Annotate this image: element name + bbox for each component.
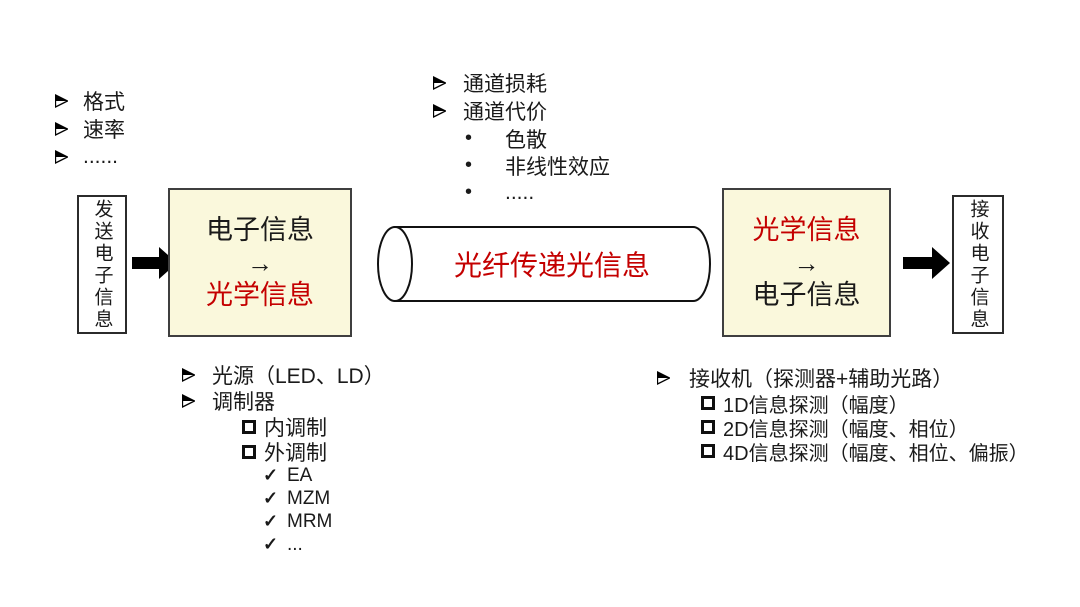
transmitter-detail-list: 光源（LED、LD） 调制器 内调制 外调制 ✓ EA ✓ MZM ✓ MRM …	[182, 362, 385, 556]
sender-box: 发送电子信息	[77, 195, 127, 334]
flow-arrow-left-icon	[132, 247, 177, 279]
decoder-box: 光学信息 → 电子信息	[722, 188, 891, 337]
arrowhead-bullet-icon	[182, 368, 212, 382]
list-item-label: MZM	[287, 487, 331, 509]
list-item-label: ......	[83, 145, 119, 168]
square-bullet-icon	[701, 420, 715, 434]
arrowhead-bullet-icon	[182, 394, 212, 408]
check-bullet-icon: ✓	[263, 534, 279, 554]
list-item-label: 非线性效应	[505, 155, 610, 179]
list-subitem: • .....	[465, 179, 610, 206]
sender-box-label: 发送电子信息	[91, 198, 113, 331]
list-item: 通道损耗	[433, 69, 610, 97]
dot-bullet-icon: •	[465, 154, 473, 176]
list-item-label: 外调制	[264, 441, 327, 465]
list-item: 格式	[55, 87, 125, 115]
dot-bullet-icon: •	[465, 127, 473, 149]
cylinder-shape	[377, 226, 711, 302]
arrowhead-bullet-icon	[433, 76, 463, 90]
list-item-label: EA	[287, 464, 313, 486]
list-checkitem: ✓ EA	[263, 464, 385, 487]
decoder-input-label: 光学信息	[752, 214, 861, 245]
receiver-box: 接收电子信息	[952, 195, 1004, 334]
list-item: 通道代价	[433, 97, 610, 125]
fiber-label: 光纤传递光信息	[453, 250, 650, 281]
square-bullet-icon	[701, 444, 715, 458]
arrowhead-bullet-icon	[55, 150, 83, 164]
list-item-label: MRM	[287, 510, 333, 532]
list-item-label: 1D信息探测（幅度）	[723, 394, 909, 417]
list-item-label: 通道损耗	[463, 73, 547, 96]
receiver-box-label: 接收电子信息	[967, 198, 989, 331]
encoder-output-label: 光学信息	[206, 279, 314, 310]
tx-params-list: 格式 速率 ......	[55, 87, 125, 171]
check-bullet-icon: ✓	[263, 488, 279, 508]
decoder-output-label: 电子信息	[752, 279, 861, 310]
down-conversion-arrow: →	[247, 247, 273, 278]
list-subitem: 2D信息探测（幅度、相位）	[701, 415, 1029, 441]
list-item-label: 通道代价	[463, 101, 547, 124]
list-item-label: 光源（LED、LD）	[212, 365, 385, 388]
check-bullet-icon: ✓	[263, 465, 279, 485]
list-subitem: 1D信息探测（幅度）	[701, 391, 1029, 417]
list-subitem: 4D信息探测（幅度、相位、偏振）	[701, 439, 1029, 465]
channel-list: 通道损耗 通道代价 • 色散 • 非线性效应 • .....	[433, 69, 610, 206]
arrowhead-bullet-icon	[433, 104, 463, 118]
encoder-box: 电子信息 → 光学信息	[168, 188, 352, 337]
list-item: 接收机（探测器+辅助光路）	[657, 364, 1029, 391]
list-item-label: 内调制	[264, 416, 327, 440]
square-bullet-icon	[242, 419, 256, 434]
list-item: ......	[55, 143, 125, 171]
dot-bullet-icon: •	[465, 181, 473, 203]
list-checkitem: ✓ MRM	[263, 510, 385, 533]
list-checkitem: ✓ MZM	[263, 487, 385, 510]
fiber-cylinder: 光纤传递光信息	[375, 221, 715, 307]
list-item: 光源（LED、LD）	[182, 362, 385, 388]
receiver-detail-list: 接收机（探测器+辅助光路） 1D信息探测（幅度） 2D信息探测（幅度、相位） 4…	[657, 364, 1029, 465]
list-item: 调制器	[182, 388, 385, 414]
list-item-label: 调制器	[212, 391, 275, 414]
down-conversion-arrow: →	[793, 247, 820, 278]
list-item-label: ...	[287, 533, 303, 555]
list-subitem: 外调制	[242, 439, 385, 465]
list-subitem: • 色散	[465, 125, 610, 152]
list-item-label: 格式	[83, 91, 125, 114]
encoder-input-label: 电子信息	[206, 214, 314, 245]
list-item: 速率	[55, 115, 125, 143]
arrowhead-bullet-icon	[55, 94, 83, 108]
list-subitem: • 非线性效应	[465, 152, 610, 179]
square-bullet-icon	[701, 396, 715, 410]
list-item-label: 色散	[505, 128, 547, 152]
list-subitem: 内调制	[242, 414, 385, 440]
square-bullet-icon	[242, 444, 256, 459]
arrowhead-bullet-icon	[55, 122, 83, 136]
list-item-label: 4D信息探测（幅度、相位、偏振）	[723, 442, 1029, 465]
flow-arrow-right-icon	[903, 247, 950, 279]
list-item-label: 2D信息探测（幅度、相位）	[723, 418, 969, 441]
list-item-label: .....	[505, 180, 535, 204]
check-bullet-icon: ✓	[263, 511, 279, 531]
arrowhead-bullet-icon	[657, 370, 689, 385]
list-checkitem: ✓ ...	[263, 533, 385, 556]
list-item-label: 接收机（探测器+辅助光路）	[689, 367, 954, 391]
list-item-label: 速率	[83, 119, 125, 142]
